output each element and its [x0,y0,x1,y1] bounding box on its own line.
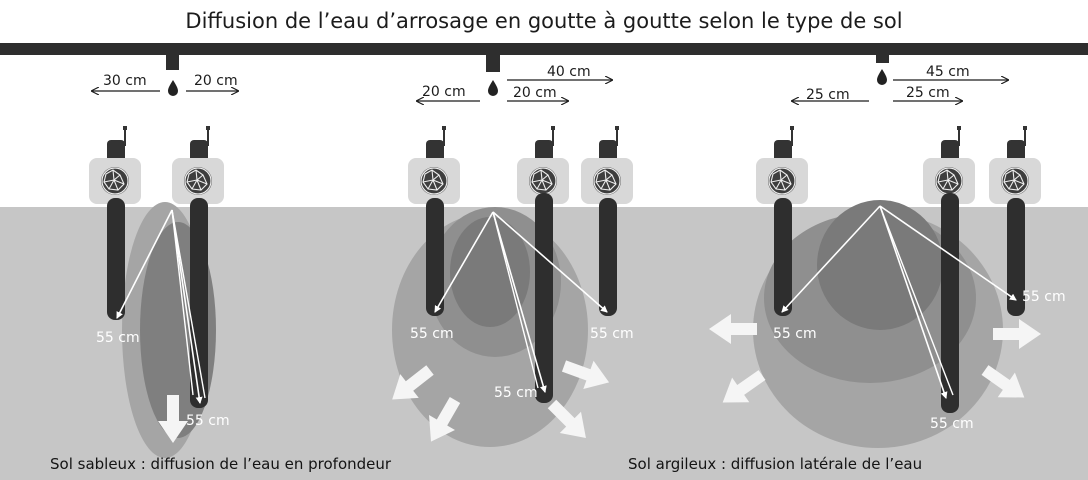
sensor-rod [426,198,444,316]
panel-sandy-narrow: 30 cm 20 cm 55 cm 55 cm [88,73,238,458]
drip-pipe [0,43,1088,55]
sensor-rod [774,198,792,316]
diagram-title: Diffusion de l’eau d’arrosage en goutte … [185,9,902,33]
distance-label: 20 cm [422,84,466,100]
depth-label: 55 cm [186,413,230,429]
depth-label: 55 cm [96,330,140,346]
wet-zone-inner [450,217,530,327]
dripper-middle [486,55,500,72]
sensor-rod [599,198,617,316]
panel-clay: 45 cm 25 cm 25 cm 55 cm 55 cm 55 cm [709,64,1066,448]
diffusion-arrow [171,209,203,404]
diffusion-arrow [879,205,948,399]
depth-label: 55 cm [930,416,974,432]
distance-label: 25 cm [806,87,850,103]
depth-label: 55 cm [773,326,817,342]
water-drop-icon [877,69,887,85]
diffusion-line [879,205,954,396]
depth-label: 55 cm [494,385,538,401]
moisture-sensor-icon [755,125,809,205]
diffusion-arrow [879,205,1017,301]
diffusion-line [171,209,206,399]
sensor-rod [190,198,208,408]
water-drop-icon [488,80,498,96]
wet-zone-inner [817,200,943,330]
depth-label: 55 cm [590,326,634,342]
sensor-rod [535,193,553,403]
diffusion-arrow [492,211,547,393]
dripper-right [876,55,889,63]
moisture-sensor-icon [922,125,976,205]
moisture-sensor-icon [516,125,570,205]
sensor-rod [107,198,125,320]
distance-label: 20 cm [513,85,557,101]
water-drop-icon [168,80,178,96]
depth-label: 55 cm [410,326,454,342]
caption-sandy-soil: Sol sableux : diffusion de l’eau en prof… [50,455,392,473]
diffusion-arrow [781,205,881,313]
dripper-left [166,55,179,70]
distance-label: 40 cm [547,64,591,80]
caption-clay-soil: Sol argileux : diffusion latérale de l’e… [628,455,922,473]
moisture-sensor-icon [171,125,225,205]
distance-label: 45 cm [926,64,970,80]
sensor-rod [1007,198,1025,316]
diffusion-arrow [116,209,173,319]
sensor-rod [941,193,959,413]
moisture-sensor-icon [988,125,1042,205]
moisture-sensor-icon [580,125,634,205]
diffusion-arrow [492,211,608,313]
diffusion-arrow [434,211,494,313]
distance-label: 25 cm [906,85,950,101]
diffusion-line [171,209,194,396]
distance-label: 20 cm [194,73,238,89]
distance-label: 30 cm [103,73,147,89]
diffusion-line [492,211,539,389]
panel-sandy-wide: 40 cm 20 cm 20 cm 55 cm 55 cm 55 cm [382,64,634,450]
moisture-sensor-icon [88,125,142,205]
moisture-sensor-icon [407,125,461,205]
depth-label: 55 cm [1022,289,1066,305]
